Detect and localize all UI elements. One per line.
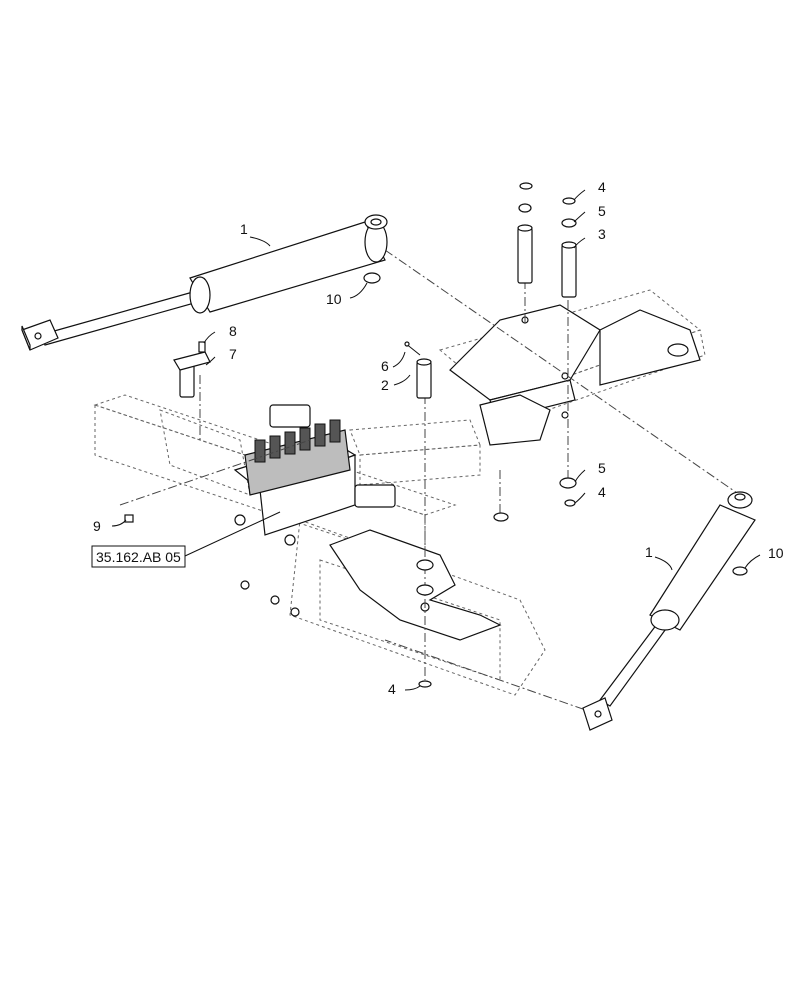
callout-1-top: 1 — [240, 221, 248, 237]
callout-leaders — [111, 189, 761, 691]
callout-8: 8 — [229, 323, 237, 339]
callout-2: 2 — [381, 377, 389, 393]
control-valve — [233, 404, 396, 617]
reference-callout[interactable]: 35.162.AB 05 — [91, 545, 186, 568]
callout-4-top: 4 — [598, 179, 606, 195]
callout-7: 7 — [229, 346, 237, 362]
assembly-centerlines — [119, 249, 741, 716]
callout-labels: 1 1 2 3 4 4 4 5 5 6 7 8 9 10 10 — [93, 179, 784, 697]
callout-6: 6 — [381, 358, 389, 374]
hydraulic-cylinder-bottom — [582, 491, 756, 731]
upper-pivot-plate — [449, 304, 701, 446]
callout-5-mid: 5 — [598, 460, 606, 476]
callout-4-mid: 4 — [598, 484, 606, 500]
callout-1-right: 1 — [645, 544, 653, 560]
callout-5-top: 5 — [598, 203, 606, 219]
lower-pivot-plate — [329, 529, 502, 641]
hydraulic-cylinder-top — [21, 214, 388, 351]
callout-10-top: 10 — [326, 291, 342, 307]
callout-3: 3 — [598, 226, 606, 242]
callout-10-right: 10 — [768, 545, 784, 561]
hardware-parts — [124, 182, 748, 688]
callout-4-bottom: 4 — [388, 681, 396, 697]
reference-label[interactable]: 35.162.AB 05 — [96, 549, 181, 565]
callout-9: 9 — [93, 518, 101, 534]
